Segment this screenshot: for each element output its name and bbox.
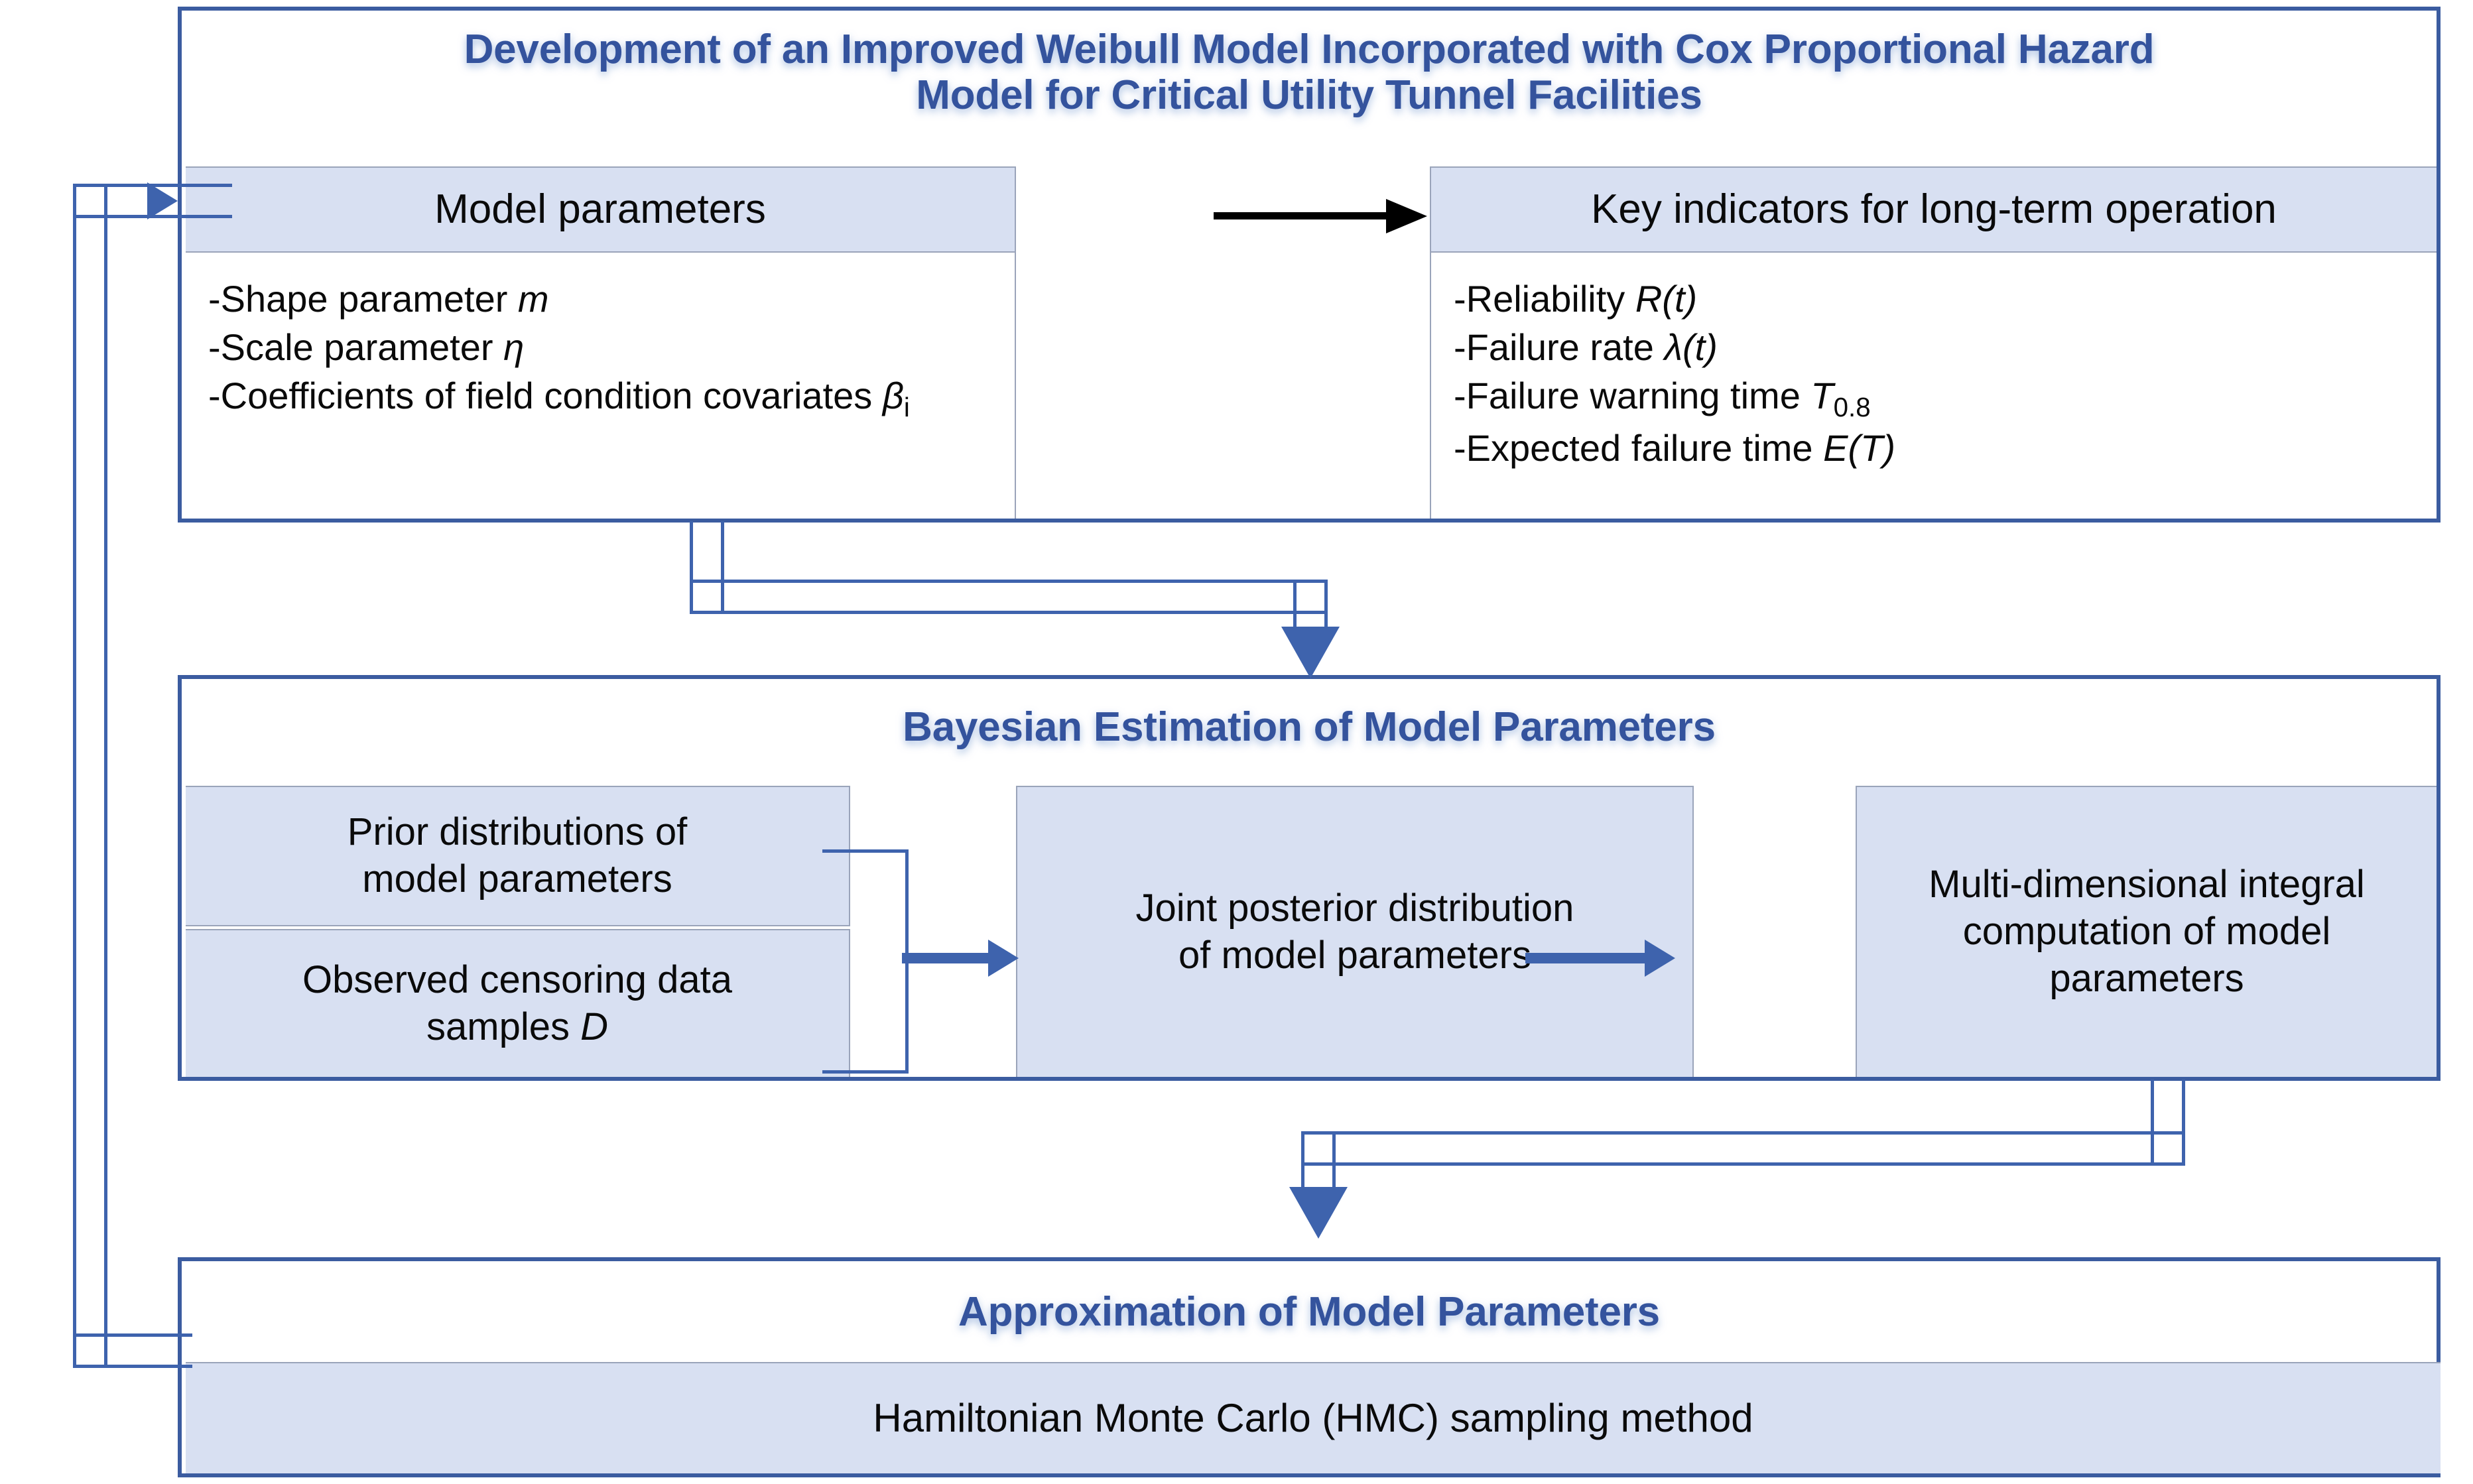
list-item: -Failure warning time T0.8	[1454, 372, 2437, 425]
box-model-parameters-body: -Shape parameter m -Scale parameter η -C…	[186, 253, 1016, 519]
box-multidimensional-integral: Multi-dimensional integral computation o…	[1856, 786, 2437, 1077]
item-text: -Scale parameter	[208, 326, 504, 368]
list-item: -Expected failure time E(T)	[1454, 424, 2437, 473]
box-hmc-method: Hamiltonian Monte Carlo (HMC) sampling m…	[186, 1362, 2441, 1473]
integral-line1: Multi-dimensional integral	[1929, 863, 2365, 906]
connector-top-to-middle-head	[1281, 627, 1340, 678]
list-item: -Shape parameter m	[208, 275, 1015, 324]
item-symbol: R(t)	[1635, 278, 1698, 320]
connector-top-to-middle-segment2	[690, 580, 1328, 614]
observed-line1: Observed censoring data	[302, 958, 733, 1001]
panel-bayesian-estimation: Bayesian Estimation of Model Parameters …	[178, 675, 2441, 1081]
item-symbol: η	[503, 326, 525, 368]
panel-middle-title: Bayesian Estimation of Model Parameters	[903, 704, 1716, 750]
box-key-indicators-body: -Reliability R(t) -Failure rate λ(t) -Fa…	[1430, 253, 2437, 519]
item-text: -Reliability	[1454, 278, 1635, 320]
item-subscript: 0.8	[1833, 391, 1871, 422]
panel-top-title-line2: Model for Critical Utility Tunnel Facili…	[916, 72, 1702, 119]
panel-approximation: Approximation of Model Parameters Hamilt…	[178, 1257, 2441, 1477]
connector-top-to-middle-segment3	[1293, 580, 1328, 646]
panel-top-title: Development of an Improved Weibull Model…	[182, 27, 2437, 119]
list-item: -Failure rate λ(t)	[1454, 324, 2437, 372]
observed-line2: samples D	[426, 1004, 608, 1051]
item-text: -Coefficients of field condition covaria…	[208, 374, 883, 416]
list-item: -Scale parameter η	[208, 324, 1015, 372]
connector-middle-to-bottom-head	[1289, 1187, 1348, 1239]
arrow-merge-to-joint-head	[988, 940, 1019, 977]
item-symbol: m	[517, 278, 549, 320]
arrow-model-to-indicators-shaft	[1214, 212, 1399, 219]
connector-top-to-middle-segment1	[690, 521, 724, 614]
bracket-prior-observed-merge	[822, 849, 909, 1074]
integral-line2: computation of model	[1962, 910, 2331, 954]
box-observed-censoring-data: Observed censoring data samples D	[186, 929, 850, 1077]
connector-middle-to-bottom-segment1	[2151, 1080, 2185, 1166]
prior-line2: model parameters	[362, 857, 672, 900]
item-text: -Failure warning time	[1454, 374, 1811, 416]
item-text: -Shape parameter	[208, 278, 518, 320]
arrow-joint-to-integral-head	[1645, 940, 1675, 977]
model-parameters-header-label: Model parameters	[434, 186, 766, 233]
item-text: -Expected failure time	[1454, 427, 1824, 469]
observed-line2-symbol: D	[580, 1005, 608, 1048]
box-joint-posterior: Joint posterior distribution of model pa…	[1016, 786, 1694, 1077]
arrow-model-to-indicators-head	[1386, 199, 1427, 233]
integral-line3: parameters	[2049, 956, 2244, 1000]
feedback-loop-arrow-head	[147, 182, 178, 219]
item-symbol: E(T)	[1823, 427, 1895, 469]
list-item: -Reliability R(t)	[1454, 275, 2437, 324]
hmc-method-label: Hamiltonian Monte Carlo (HMC) sampling m…	[873, 1396, 1753, 1441]
list-item: -Coefficients of field condition covaria…	[208, 372, 1015, 425]
box-prior-distributions: Prior distributions of model parameters	[186, 786, 850, 926]
key-indicators-header-label: Key indicators for long-term operation	[1591, 186, 2277, 233]
box-key-indicators-header: Key indicators for long-term operation	[1430, 166, 2437, 253]
feedback-loop-bottom-segment	[73, 1333, 192, 1368]
item-subscript: i	[903, 391, 910, 422]
joint-line1: Joint posterior distribution	[1135, 886, 1574, 930]
item-symbol: T	[1810, 374, 1834, 416]
panel-model-development: Development of an Improved Weibull Model…	[178, 7, 2441, 523]
feedback-loop-vertical-segment	[73, 184, 107, 1368]
item-text: -Failure rate	[1454, 326, 1665, 368]
joint-line2: of model parameters	[1178, 933, 1531, 977]
arrow-joint-to-integral-shaft	[1525, 953, 1658, 963]
panel-top-title-line1: Development of an Improved Weibull Model…	[464, 27, 2155, 72]
prior-line1: Prior distributions of	[347, 810, 688, 854]
arrow-merge-to-joint-shaft	[902, 953, 995, 963]
connector-middle-to-bottom-segment2	[1301, 1131, 2185, 1166]
box-model-parameters-header: Model parameters	[186, 166, 1016, 253]
item-symbol: λ(t)	[1664, 326, 1718, 368]
connector-middle-to-bottom-segment3	[1301, 1131, 1336, 1206]
observed-line2-text: samples	[426, 1005, 581, 1048]
panel-bottom-title: Approximation of Model Parameters	[958, 1289, 1660, 1335]
item-symbol: β	[882, 374, 904, 416]
